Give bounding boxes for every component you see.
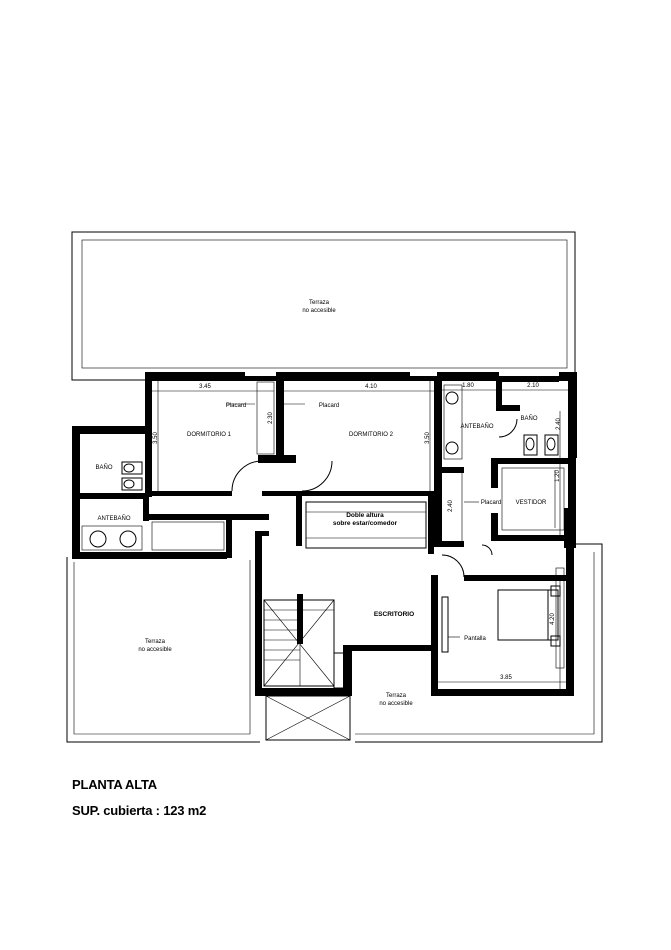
room-labels: Terraza no accesible Terraza no accesibl… (95, 300, 547, 707)
antebano-right-label: ANTEBAÑO (460, 423, 493, 430)
escritorio-label: ESCRITORIO (374, 611, 414, 618)
dim-master-width: 3.85 (500, 675, 512, 681)
interior-walls (151, 381, 568, 554)
placard-d1-label: Placard (226, 403, 246, 409)
pantalla-label: Pantalla (464, 636, 486, 642)
dim-d2-height: 3.50 (425, 432, 431, 444)
antebano-left-label: ANTEBAÑO (97, 515, 130, 522)
bano-right-label: BAÑO (520, 415, 537, 422)
terrace-bottom-outline (355, 543, 603, 743)
terraza-left-label-2: no accesible (138, 647, 172, 653)
plan-area: SUP. cubierta : 123 m2 (72, 803, 207, 818)
terraza-bottom-label-1: Terraza (386, 693, 407, 699)
placard-vestidor-label: Placard (481, 500, 501, 506)
doble-altura-label-1: Doble altura (346, 512, 384, 519)
exterior-walls (72, 372, 577, 696)
doble-altura-label-2: sobre estar/comedor (333, 520, 398, 527)
dim-vestidor-height: 1.20 (555, 470, 561, 482)
terraza-left-label-1: Terraza (145, 639, 166, 645)
dim-d1-closet: 2.30 (268, 412, 274, 424)
terraza-top-label-2: no accesible (302, 308, 336, 314)
dim-vestidor-left: 2.40 (448, 500, 454, 512)
plan-title: PLANTA ALTA (72, 777, 157, 792)
bano-left-label: BAÑO (95, 464, 112, 471)
vestidor-label: VESTIDOR (516, 500, 547, 506)
dim-d2-width: 4.10 (365, 384, 377, 390)
terrace-left-outline (66, 557, 260, 743)
doors (231, 418, 518, 578)
dimension-lines (152, 381, 568, 689)
terrace-top-outline (71, 231, 576, 381)
dormitorio2-label: DORMITORIO 2 (349, 432, 394, 438)
dim-antebano-width: 1.80 (462, 383, 474, 389)
dim-d1-height: 3.50 (153, 432, 159, 444)
terraza-top-label-1: Terraza (309, 300, 330, 306)
fixtures (81, 384, 565, 741)
placard-left-label: Placard (184, 516, 204, 522)
dormitorio1-label: DORMITORIO 1 (187, 432, 232, 438)
dim-master-height: 4.20 (550, 613, 556, 625)
dim-d1-width: 3.45 (199, 384, 211, 390)
dimension-labels: 3.45 4.10 1.80 2.10 3.50 2.30 3.50 2.40 … (153, 383, 562, 681)
placard-d2-label: Placard (319, 403, 339, 409)
dim-bano-width: 2.10 (527, 383, 539, 389)
dim-bano-height: 2.40 (556, 418, 562, 430)
terraza-bottom-label-2: no accesible (379, 701, 413, 707)
